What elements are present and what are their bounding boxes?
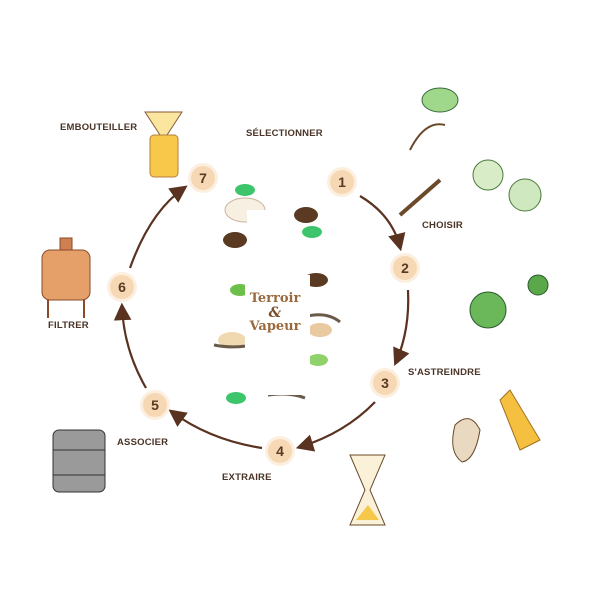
brand-logo: Terroir & Vapeur: [245, 292, 305, 334]
mint-icon: [469, 274, 549, 329]
nuts-flower-icon: [452, 389, 541, 463]
step-6-badge: 6: [110, 275, 134, 299]
arrow-3-4: [295, 401, 376, 452]
step-5-label: ASSOCIER: [117, 437, 169, 448]
tank-icon: [41, 237, 91, 318]
arrow-6-7: [128, 185, 188, 269]
step-4-label: EXTRAIRE: [222, 472, 272, 483]
arrow-5-6: [113, 302, 147, 389]
brand-line1: Terroir: [249, 291, 301, 306]
step-7-badge: 7: [191, 166, 215, 190]
step-2-label: CHOISIR: [422, 220, 463, 231]
brand-line2: Vapeur: [249, 319, 301, 334]
step-3-badge: 3: [373, 371, 397, 395]
keg-icon: [52, 429, 106, 493]
bottle-illustration: [213, 184, 341, 404]
step-1-badge: 1: [330, 170, 354, 194]
arrow-2-3: [393, 289, 410, 367]
step-1-label: SÉLECTIONNER: [246, 128, 323, 139]
step-4-badge: 4: [268, 439, 292, 463]
step-6-label: FILTRER: [48, 320, 89, 331]
step-7-label: EMBOUTEILLER: [60, 122, 138, 133]
hourglass-icon: [349, 454, 386, 526]
brand-amp: &: [268, 305, 282, 321]
herbs-hand-icon: [398, 87, 542, 217]
arrow-4-5: [168, 409, 263, 450]
step-5-badge: 5: [143, 393, 167, 417]
step-2-badge: 2: [393, 256, 417, 280]
funnel-bottle-icon: [144, 111, 183, 178]
arrow-1-2: [359, 195, 406, 252]
step-3-label: S'ASTREINDRE: [408, 367, 481, 378]
